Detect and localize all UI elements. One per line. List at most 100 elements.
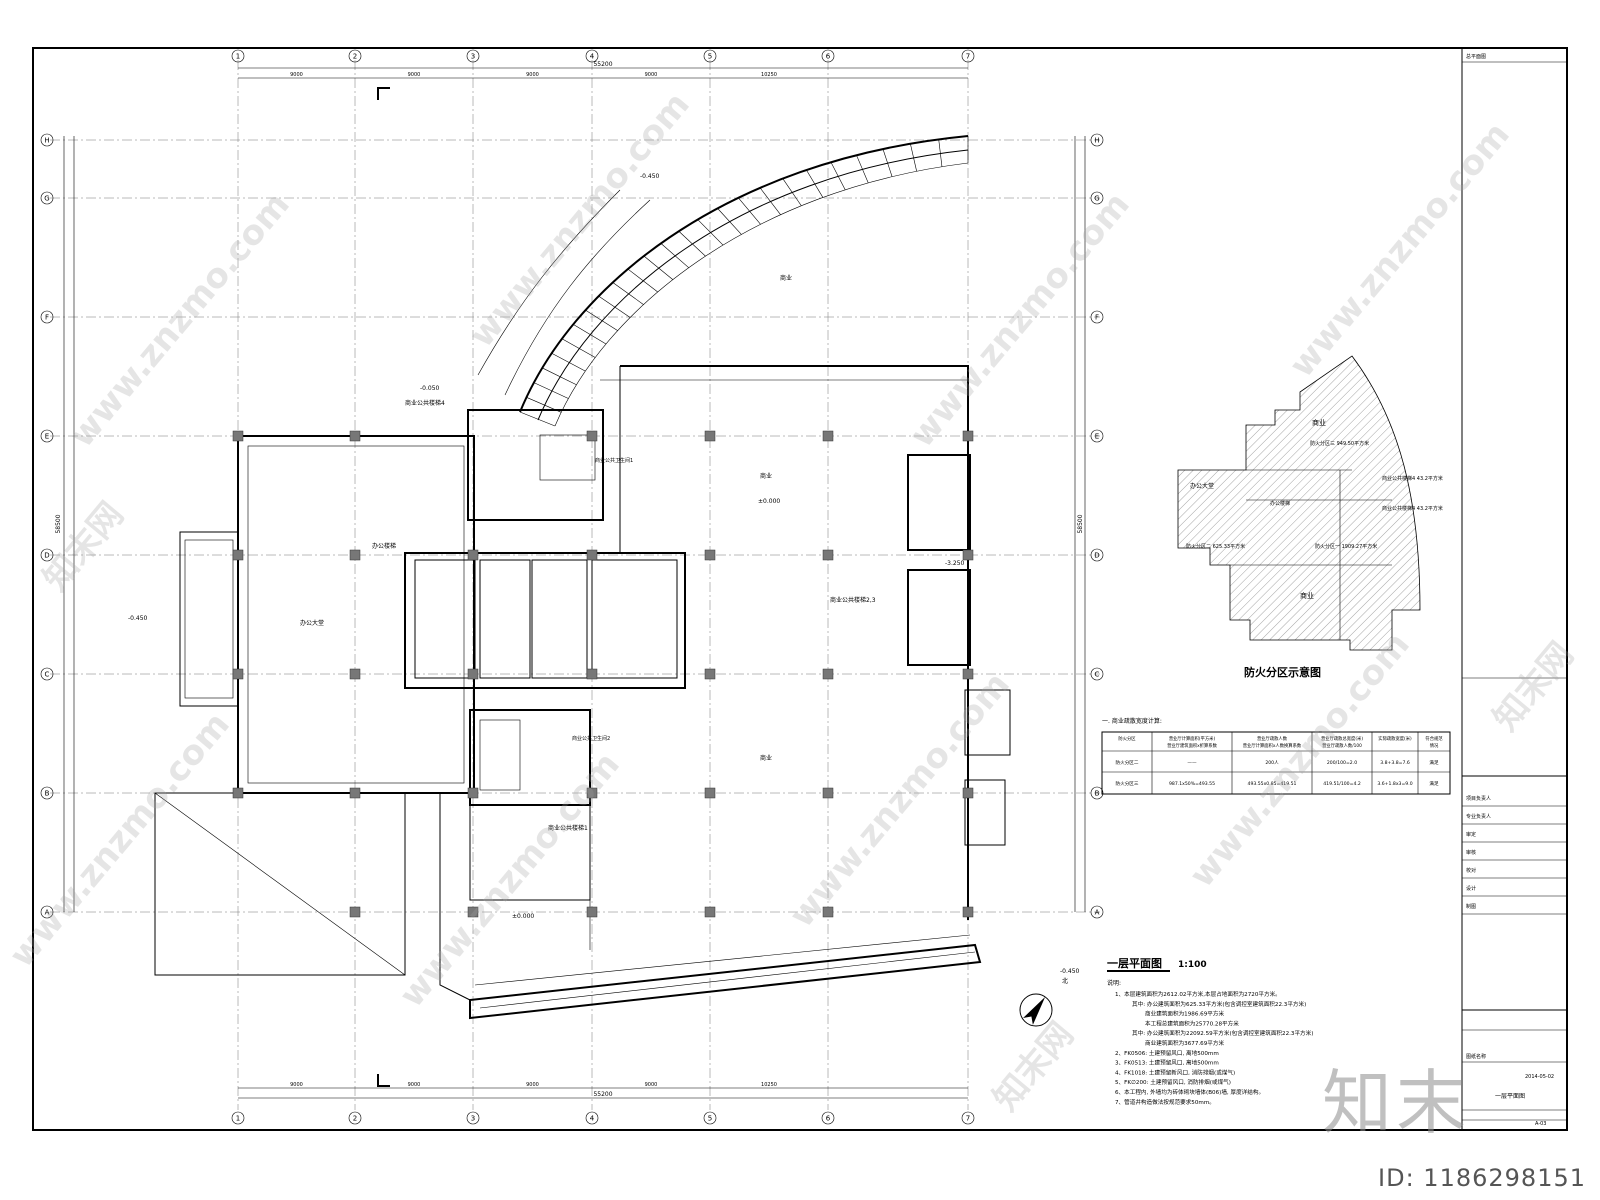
title-block-row-label: 制图: [1466, 903, 1476, 910]
north-label: 北: [1062, 977, 1068, 985]
dimension-label: 9000: [290, 1082, 303, 1088]
grid-bubble-col: 1: [231, 1111, 245, 1125]
svg-text:E: E: [45, 433, 49, 441]
column: [467, 906, 479, 918]
note-line: 其中: 办公建筑面积为625.33平方米(包含调控室建筑面积22.3平方米): [1132, 1000, 1306, 1008]
dimension-label: 9000: [645, 1082, 658, 1088]
dimension-label: 9000: [526, 72, 539, 78]
title-block-row-label: 校对: [1466, 867, 1476, 874]
column: [704, 430, 716, 442]
room-label-stair4: 商业公共楼梯4: [405, 399, 445, 407]
note-line: 2、FK0506: 土建预留风口, 离地500mm: [1115, 1049, 1219, 1057]
svg-text:B: B: [1095, 790, 1100, 798]
note-line: 6、本工程内, 外墙均为砖体砌块墙体(B06)墙, 厚度详结构。: [1115, 1088, 1264, 1096]
fz-label-zone3: 防火分区三 949.50平方米: [1310, 440, 1369, 447]
evac-cell: 200人: [1265, 760, 1279, 766]
tb-drawing-name: 一层平面图: [1495, 1093, 1525, 1100]
svg-text:7: 7: [966, 53, 970, 61]
fz-label-commercial-bottom: 商业: [1300, 591, 1314, 600]
note-line: 1、本层建筑面积为2612.02平方米,本层占地面积为2720平方米。: [1115, 990, 1281, 998]
svg-text:3: 3: [471, 53, 475, 61]
level-mark-nw: -0.050: [420, 385, 440, 392]
plan-title: 一层平面图: [1107, 957, 1162, 970]
title-block-row-label: 设计: [1466, 885, 1476, 892]
note-line: 5、FK∅200: 土建预留风口, 消防排烟(或煤气): [1115, 1078, 1231, 1086]
room-label-commercial-lower: 商业: [760, 754, 772, 762]
building-walls: [154, 365, 1011, 1020]
column: [704, 549, 716, 561]
note-line: 其中: 办公建筑面积为22092.59平方米(包含调控室建筑面积22.3平方米): [1132, 1029, 1313, 1037]
evac-header-cell: 营业厅疏散人数/100: [1322, 742, 1362, 749]
svg-text:4: 4: [590, 1115, 595, 1123]
grid-bubble-col: 5: [703, 1111, 717, 1125]
grid-bubble-col: 2: [348, 1111, 362, 1125]
grid-bubble-row: D: [1090, 548, 1104, 562]
note-line: 4、FK1018: 土建预留新风口, 消防排烟(或煤气): [1115, 1068, 1235, 1076]
column: [232, 787, 244, 799]
dimension-label: 9000: [408, 1082, 421, 1088]
grid-bubble-row: G: [40, 191, 54, 205]
grid-bubble-row: B: [1090, 786, 1104, 800]
evac-header-cell: 情况: [1430, 742, 1439, 749]
evac-header-cell: 符合规范: [1425, 735, 1443, 742]
svg-text:F: F: [1095, 314, 1099, 322]
grid-bubble-row: D: [40, 548, 54, 562]
column: [467, 668, 479, 680]
column: [349, 430, 361, 442]
svg-text:C: C: [45, 671, 50, 679]
evac-cell: 3.6+1.8x3=9.0: [1377, 781, 1412, 787]
grid-bubble-row: G: [1090, 191, 1104, 205]
svg-text:G: G: [1094, 195, 1099, 203]
column: [586, 549, 598, 561]
notes-heading: 说明:: [1107, 979, 1121, 987]
column: [467, 549, 479, 561]
grid-bubble-row: C: [1090, 667, 1104, 681]
title-block-row-label: 审核: [1466, 849, 1476, 856]
title-block-row-label: 项目负责人: [1466, 795, 1491, 802]
curved-facade: [477, 135, 969, 427]
column: [822, 906, 834, 918]
grid-bubble-col: 6: [821, 49, 835, 63]
room-label-stair23: 商业公共楼梯2,3: [830, 596, 876, 604]
top-dimension-labels: 9000900090009000900090009000900010250102…: [290, 72, 777, 1088]
column: [232, 668, 244, 680]
svg-text:3: 3: [471, 1115, 475, 1123]
grid-bubble-row: E: [40, 429, 54, 443]
grid-bubble-row: H: [1090, 133, 1104, 147]
level-mark-main: ±0.000: [758, 498, 780, 505]
svg-text:2: 2: [353, 1115, 357, 1123]
dimension-label: 9000: [290, 72, 303, 78]
tb-date: 2014-05-02: [1525, 1074, 1554, 1080]
grid-bubble-col: 4: [585, 1111, 599, 1125]
room-label-toilet1: 商业公共卫生间1: [595, 457, 633, 464]
dimension-label: 9000: [645, 72, 658, 78]
svg-text:F: F: [45, 314, 49, 322]
evac-cell: 987.1x50%=493.55: [1169, 781, 1215, 787]
room-label-stair1: 商业公共楼梯1: [548, 824, 588, 832]
grid-bubble-row: E: [1090, 429, 1104, 443]
evac-table-caption: 一. 商业疏散宽度计算:: [1102, 717, 1162, 725]
evac-table-cells: 防火分区营业厅计算面积(平方米)营业厅建筑面积x折算系数营业厅疏散人数营业厅计算…: [1116, 735, 1444, 787]
svg-text:1: 1: [236, 53, 240, 61]
grid-bubble-col: 1: [231, 49, 245, 63]
evac-header-cell: 营业厅疏散总宽度(米): [1321, 735, 1363, 742]
grid-bubble-col: 6: [821, 1111, 835, 1125]
svg-text:B: B: [45, 790, 50, 798]
evac-cell: 200/100=2.0: [1327, 760, 1357, 766]
room-label-toilet2: 商业公共卫生间2: [572, 735, 610, 742]
section-markers: [377, 87, 390, 1087]
image-id-label: ID: 1186298151: [1378, 1164, 1586, 1192]
evac-cell: 防火分区二: [1116, 759, 1139, 766]
column: [586, 906, 598, 918]
grid-bubble-col: 7: [961, 49, 975, 63]
column: [232, 430, 244, 442]
column: [822, 787, 834, 799]
fire-zone-labels: 商业 商业 办公大堂 办公楼梯 防火分区二 625.33平方米 防火分区一 19…: [1186, 418, 1443, 600]
column: [586, 787, 598, 799]
svg-text:G: G: [44, 195, 49, 203]
column: [349, 668, 361, 680]
note-line: 7、管道井构造做法按规范要求50mm。: [1115, 1098, 1215, 1106]
evac-width-table: [1101, 731, 1451, 795]
fz-label-commercial-top: 商业: [1312, 418, 1326, 427]
